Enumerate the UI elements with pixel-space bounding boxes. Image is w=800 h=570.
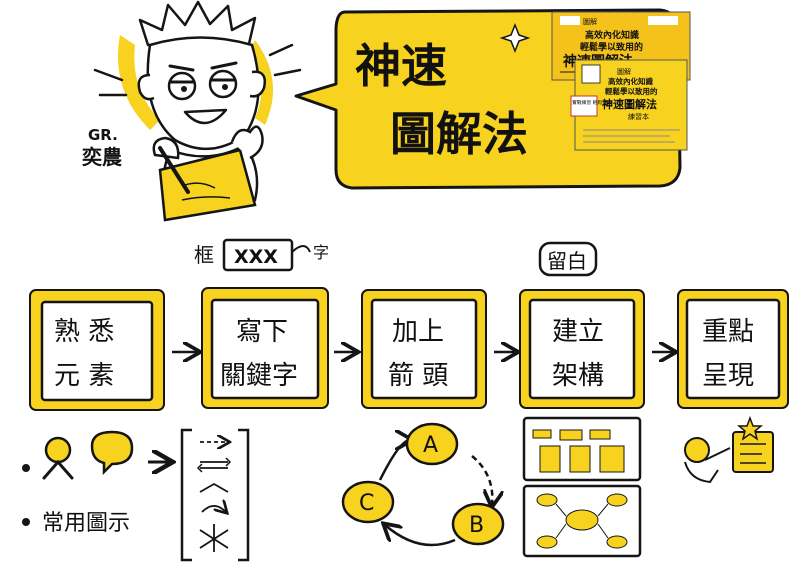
step-1: 熟 悉 元 素 bbox=[29, 289, 165, 411]
person-icon-body bbox=[42, 459, 74, 480]
node-c-label: C bbox=[359, 491, 374, 516]
speech-title-line2: 圖解法 bbox=[390, 107, 528, 161]
step-3-line2: 箭 頭 bbox=[388, 361, 448, 391]
structure-example-mindmap bbox=[522, 484, 642, 558]
step-2-line1: 寫下 bbox=[236, 317, 288, 347]
frame-note-left: 框 bbox=[194, 243, 214, 267]
step-3: 加上 箭 頭 bbox=[361, 289, 487, 409]
step-1-line2: 元 素 bbox=[54, 361, 114, 391]
book-cover-back: 圖解 高效內化知識 輕鬆學以致用的 神速圖解法 練習本 實戰練習 輕鬆提升 bbox=[570, 59, 688, 151]
step-4: 建立 架構 bbox=[519, 289, 645, 409]
step-2-line2: 關鍵字 bbox=[220, 361, 298, 391]
speech-bubble-icon bbox=[90, 430, 134, 476]
book-back-line1: 高效內化知識 bbox=[608, 76, 653, 86]
book-front-line2: 輕鬆學以致用的 bbox=[580, 41, 643, 53]
leave-blank-box bbox=[538, 241, 598, 277]
hair bbox=[138, 0, 257, 50]
speech-title-line1: 神速 bbox=[355, 39, 447, 93]
book-front-line1: 高效內化知識 bbox=[585, 29, 639, 41]
step-3-line1: 加上 bbox=[392, 317, 444, 347]
leave-blank-text: 留白 bbox=[547, 249, 587, 273]
node-c bbox=[341, 480, 395, 524]
common-icons-row bbox=[22, 430, 170, 526]
book-back-label: 圖解 bbox=[617, 67, 631, 76]
node-a bbox=[405, 422, 459, 466]
book-back-badge: 實戰練習 輕鬆提升 bbox=[572, 99, 612, 106]
presenter-illustration bbox=[684, 415, 774, 484]
book-back-line2: 輕鬆學以致用的 bbox=[605, 86, 658, 96]
author-tag-line2: 奕農 bbox=[82, 145, 122, 169]
frame-note-box bbox=[222, 238, 294, 272]
common-icons-label: 常用圖示 bbox=[42, 511, 130, 536]
abc-cycle bbox=[341, 422, 505, 547]
person-icon bbox=[44, 436, 72, 464]
book-back-title: 神速圖解法 bbox=[602, 97, 657, 111]
node-b-label: B bbox=[469, 513, 484, 538]
star-icon bbox=[736, 415, 764, 441]
character-illustration bbox=[93, 0, 302, 222]
step-5: 重點 呈現 bbox=[677, 289, 789, 409]
step-5-line2: 呈現 bbox=[702, 361, 754, 391]
frame-note-box-text: XXX bbox=[234, 246, 278, 268]
structure-example-grid bbox=[522, 416, 642, 482]
book-back-subtitle: 練習本 bbox=[628, 112, 649, 121]
author-tag-line1: GR. bbox=[88, 126, 118, 144]
node-b bbox=[451, 502, 505, 546]
frame-note-right: 字 bbox=[313, 243, 329, 262]
step-1-line1: 熟 悉 bbox=[54, 317, 114, 347]
step-4-line1: 建立 bbox=[552, 317, 604, 347]
step-2: 寫下 關鍵字 bbox=[201, 287, 329, 409]
node-a-label: A bbox=[423, 433, 438, 458]
step-5-line1: 重點 bbox=[702, 317, 754, 347]
book-front-label: 圖解 bbox=[583, 17, 597, 26]
step-4-line2: 架構 bbox=[552, 361, 604, 391]
sparkle-icon bbox=[499, 22, 531, 54]
arrow-examples bbox=[180, 428, 250, 562]
